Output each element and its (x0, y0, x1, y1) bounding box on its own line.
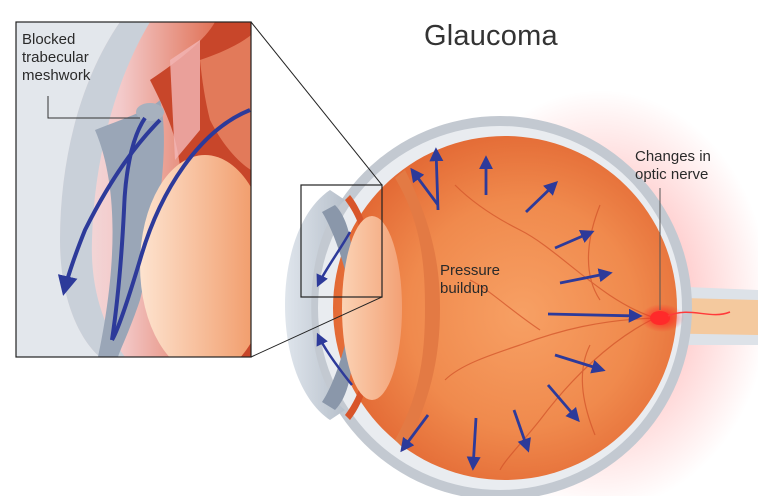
inset-detail (16, 22, 251, 357)
zoom-box (300, 184, 383, 298)
lens (342, 216, 402, 400)
label-line: meshwork (22, 67, 91, 84)
page-title: Glaucoma (424, 20, 558, 52)
label-optic-nerve: Changes in optic nerve (635, 148, 711, 184)
pressure-arrows (400, 147, 643, 471)
blocked-leader-line (47, 96, 140, 119)
cornea (285, 190, 345, 420)
label-pressure-buildup: Pressure buildup (440, 262, 500, 298)
label-line: Changes in (635, 148, 711, 165)
label-blocked-meshwork: Blocked trabecular meshwork (22, 31, 142, 85)
label-line: Pressure (440, 262, 501, 279)
label-line: trabecular (22, 49, 89, 66)
fluid-flow-arrow (57, 108, 251, 342)
label-line: Blocked (22, 31, 76, 48)
label-line: buildup (440, 280, 489, 297)
label-line: optic nerve (635, 166, 709, 183)
